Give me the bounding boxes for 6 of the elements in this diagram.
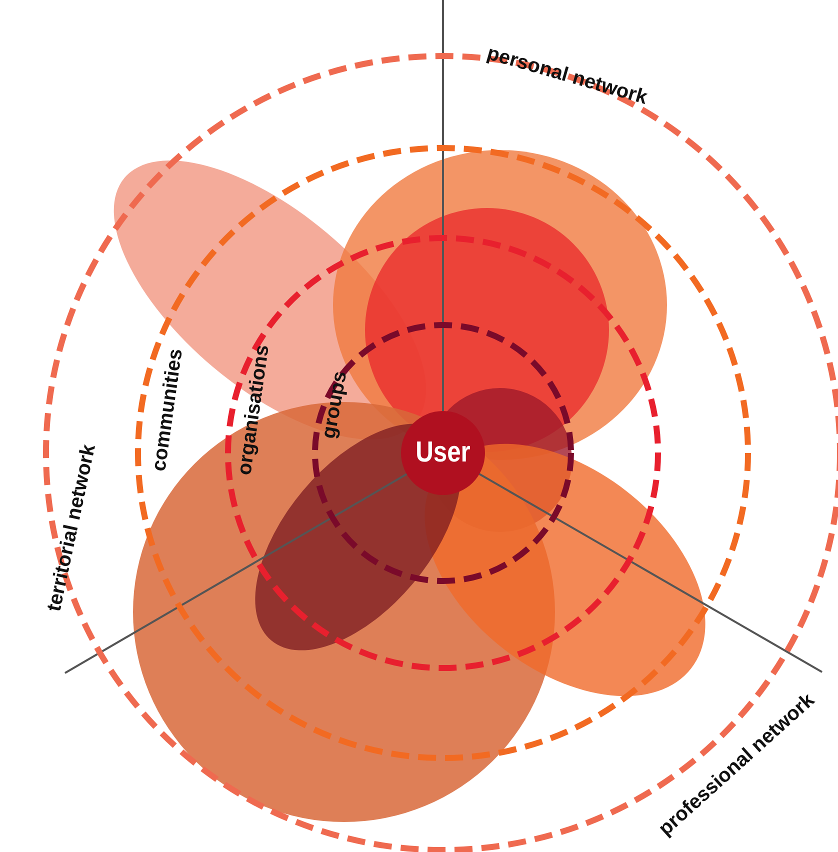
- ring-label: groups: [318, 370, 352, 440]
- ring-label: communities: [148, 347, 188, 473]
- sector-label: territorial network: [43, 442, 101, 614]
- sector-label: personal network: [484, 42, 650, 110]
- center-label: User: [416, 436, 470, 470]
- ring-label: organisations: [233, 343, 275, 477]
